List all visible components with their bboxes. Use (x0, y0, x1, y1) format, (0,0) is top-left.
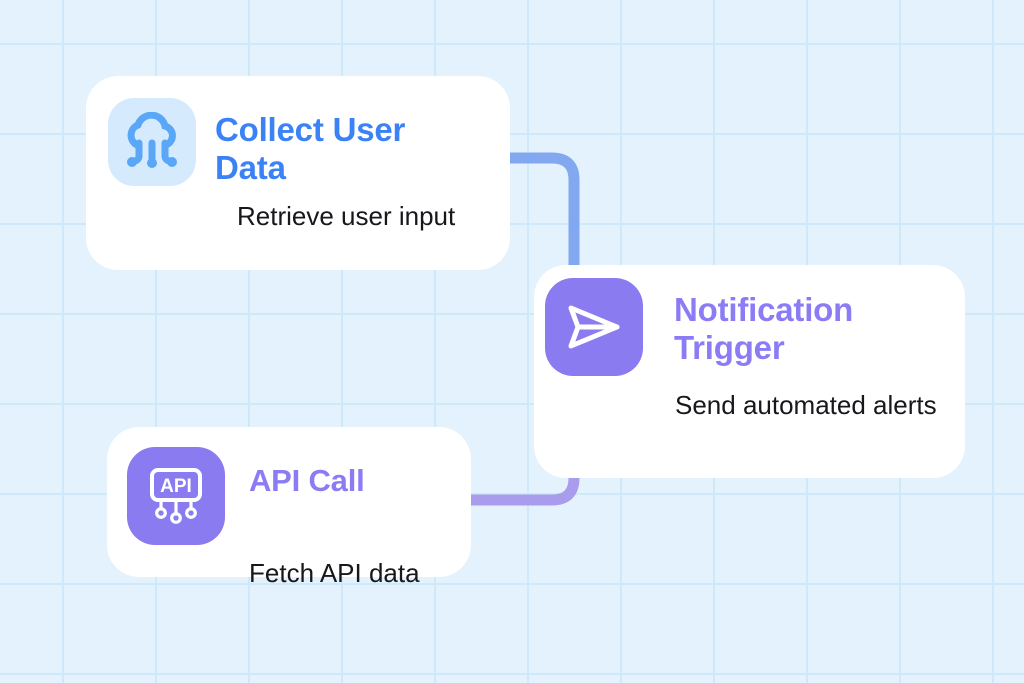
send-paper-plane-icon-glyph (568, 305, 620, 349)
card-description: Retrieve user input (237, 201, 456, 232)
api-icon-label: API (160, 476, 192, 497)
cloud-data-icon-glyph (127, 112, 177, 168)
card-description: Send automated alerts (675, 390, 937, 420)
card-title: API Call (249, 463, 365, 498)
cloud-data-icon (108, 98, 196, 186)
card-header-row: API API Call (127, 447, 451, 545)
card-description: Fetch API data (249, 558, 420, 588)
api-node-icon: API (127, 447, 225, 545)
node-card-collect-user-data[interactable]: Collect User Data Retrieve user input (86, 76, 510, 270)
card-title: Collect User Data (215, 111, 406, 186)
card-header-row: Collect User Data (108, 98, 486, 186)
node-card-api-call[interactable]: API API Call Fetch API data (107, 427, 471, 588)
card-header-row: Notification Trigger (545, 278, 943, 376)
api-node-icon-glyph: API (150, 468, 202, 524)
node-card-notification-trigger[interactable]: Notification Trigger Send automated aler… (534, 265, 965, 478)
send-paper-plane-icon (545, 278, 643, 376)
card-title: Notification Trigger (674, 291, 854, 366)
